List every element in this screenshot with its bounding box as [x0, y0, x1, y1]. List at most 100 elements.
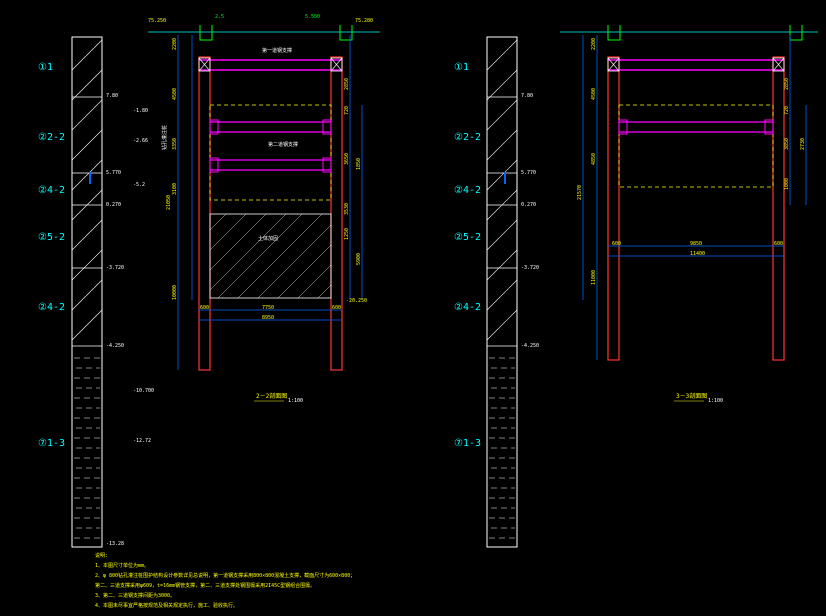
left-second-strut: 第二道钢支撑	[209, 119, 332, 173]
dim-label: 11000	[591, 270, 597, 285]
soil-label: 土体加固	[258, 235, 278, 242]
right-elevations: 7.80 5.770 0.270 -3.720 -4.250	[521, 93, 539, 349]
notes-block: 说明: 1、本图尺寸单位为mm。 2、φ 800钻孔灌注桩围护结构设计参数详见总…	[95, 552, 355, 609]
stratum-label: ②4-2	[38, 185, 65, 196]
dim-label: 1850	[356, 158, 362, 170]
stratum-label: ②5-2	[454, 232, 481, 243]
left-piles	[198, 56, 343, 371]
dim-label: 4500	[172, 88, 178, 100]
side-note: -1.80	[133, 108, 148, 114]
elevation-label: 0.270	[521, 202, 536, 208]
dim-label: 21570	[577, 185, 583, 200]
elevation-label: -13.28	[106, 541, 124, 547]
elevation-label: -3.720	[106, 265, 124, 271]
dim-label: 3350	[172, 138, 178, 150]
right-piles	[607, 56, 785, 361]
top-mark: 75.280	[355, 18, 373, 24]
dim-label: 600	[200, 305, 209, 311]
dim-label: 8950	[262, 315, 274, 321]
elevation-label: 7.80	[106, 93, 118, 99]
dim-label: 3530	[344, 203, 350, 215]
left-soil-block: 土体加固	[209, 213, 332, 299]
strut-label: 第一道钢支撑	[262, 47, 292, 54]
dim-label: 600	[332, 305, 341, 311]
dim-label: 1000	[784, 178, 790, 190]
dim-label: 9850	[690, 241, 702, 247]
dim-label: 3100	[172, 183, 178, 195]
left-top-strut: 第一道钢支撑	[198, 47, 343, 72]
stratum-label: ①1	[38, 62, 53, 73]
right-section-title: 3－3剖面图 1:100	[674, 392, 723, 404]
left-elevations: 7.80 5.770 0.270 -3.720 -4.250 -13.28	[106, 93, 124, 547]
stratum-label: ⑦1-3	[454, 438, 481, 449]
elevation-label: 7.80	[521, 93, 533, 99]
stratum-label: ⑦1-3	[38, 438, 65, 449]
note-item: 3、第二、三道钢支撑间距为3000。	[95, 592, 175, 599]
left-section: ①1 ②2-2 ②4-2 ②5-2 ②4-2 ⑦1-3 7.80 5.770 0…	[38, 14, 380, 548]
section-scale: 1:100	[288, 398, 303, 404]
elevation-label: 5.770	[521, 170, 536, 176]
right-second-strut	[618, 119, 774, 135]
dim-label: 3850	[784, 138, 790, 150]
strut-label: 第二道钢支撑	[268, 141, 298, 148]
dim-label: 2200	[172, 38, 178, 50]
note-item: 第二、三道支撑采用φ609，t=16mm钢管支撑，第二、三道支撑处钢围檩采用2I…	[95, 582, 315, 589]
right-section: ①1 ②2-2 ②4-2 ②5-2 ②4-2 ⑦1-3 7.80 5.770 0…	[454, 25, 818, 548]
dim-label: 2730	[800, 138, 806, 150]
elevation-label: 5.770	[106, 170, 121, 176]
stratum-label: ②2-2	[454, 132, 481, 143]
section-title: 2－2剖面图	[256, 392, 287, 400]
left-side-notes: -1.80 -2.66 -5.2 -10.700 -12.72	[133, 108, 154, 444]
dim-label: 11400	[690, 251, 705, 257]
dim-label: 4850	[591, 153, 597, 165]
dim-label: 2850	[344, 78, 350, 90]
right-top-strut	[607, 57, 785, 72]
notes-heading: 说明:	[95, 552, 108, 559]
dim-label: 21050	[166, 195, 172, 210]
stratum-label: ②4-2	[38, 302, 65, 313]
side-note: -12.72	[133, 438, 151, 444]
stratum-label: ②2-2	[38, 132, 65, 143]
left-borehole-column	[71, 36, 103, 548]
right-dimensions	[582, 35, 807, 360]
dim-label: 7750	[262, 305, 274, 311]
side-note: -2.66	[133, 138, 148, 144]
side-note: -5.2	[133, 182, 145, 188]
stratum-label: ①1	[454, 62, 469, 73]
elevation-label: -3.720	[521, 265, 539, 271]
elevation-label: 0.270	[106, 202, 121, 208]
right-strata-labels: ①1 ②2-2 ②4-2 ②5-2 ②4-2 ⑦1-3	[454, 62, 481, 449]
dim-label: 4500	[591, 88, 597, 100]
dim-label: 2200	[591, 38, 597, 50]
note-item: 1、本图尺寸单位为mm。	[95, 562, 149, 569]
right-top-marks	[560, 25, 818, 41]
left-dim-text: 2200 4500 3350 3100 21050 10000 2850 720…	[166, 38, 367, 321]
left-section-title: 2－2剖面图 1:100	[254, 392, 303, 404]
elevation-label: -4.250	[106, 343, 124, 349]
side-note: -10.700	[133, 388, 154, 394]
stratum-label: ②4-2	[454, 302, 481, 313]
left-excavation	[209, 104, 332, 201]
section-scale: 1:100	[708, 398, 723, 404]
pile-label: 钻孔灌注桩	[161, 125, 168, 150]
left-top-marks: 75.250 2.5 5.500 75.280	[148, 14, 380, 41]
top-mark: 75.250	[148, 18, 166, 24]
right-excavation	[618, 104, 774, 188]
note-item: 4、本图未尽事宜严格按规范及相关规定执行，施工、验收执行。	[95, 602, 238, 609]
dim-label: 2850	[784, 78, 790, 90]
dim-label: 720	[344, 106, 350, 115]
dim-label: 1250	[344, 228, 350, 240]
stratum-label: ②5-2	[38, 232, 65, 243]
top-mark: 5.500	[305, 14, 320, 20]
dim-label: 10000	[172, 285, 178, 300]
dim-label: 3650	[344, 153, 350, 165]
right-borehole-column	[486, 36, 518, 548]
left-dimensions	[177, 35, 363, 370]
note-item: 2、φ 800钻孔灌注桩围护结构设计参数详见总说明，第一道钢支撑采用800×80…	[95, 572, 355, 579]
left-strata-labels: ①1 ②2-2 ②4-2 ②5-2 ②4-2 ⑦1-3	[38, 62, 65, 449]
dim-label: 600	[612, 241, 621, 247]
dim-label: 600	[774, 241, 783, 247]
right-dim-text: 2200 4500 4850 21570 11000 2850 720 3850…	[577, 38, 806, 285]
section-title: 3－3剖面图	[676, 392, 707, 400]
